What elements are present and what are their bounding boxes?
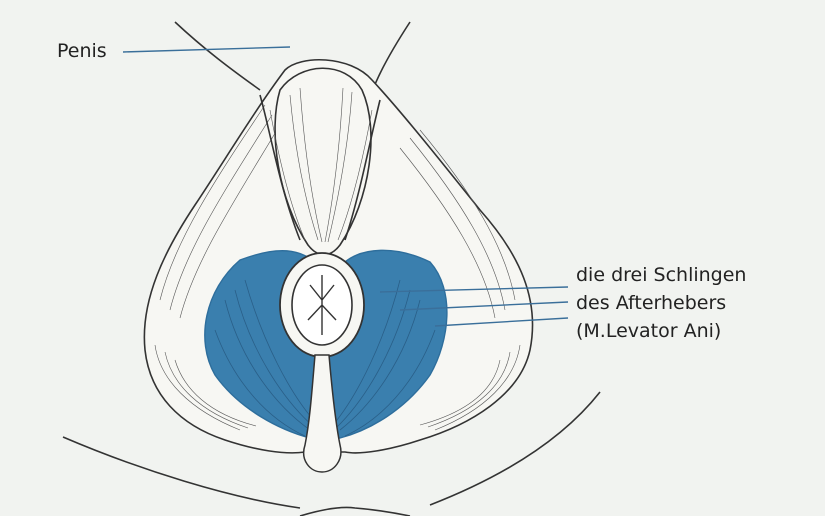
levator-leader-lines [379,286,569,327]
penis-root [259,67,381,256]
coccyx [303,354,342,473]
levator-label-line-1: die drei Schlingen [576,264,747,286]
penis-leader-line [122,46,291,53]
penis-root-fibres [269,87,373,243]
levator-label-line-3: (M.Levator Ani) [576,320,722,342]
outer-tissue-fibres [154,104,521,431]
body-contour [62,21,601,516]
levator-label-line-2: des Afterhebers [576,292,727,314]
penis-label: Penis [57,40,107,62]
anal-opening [279,252,365,358]
